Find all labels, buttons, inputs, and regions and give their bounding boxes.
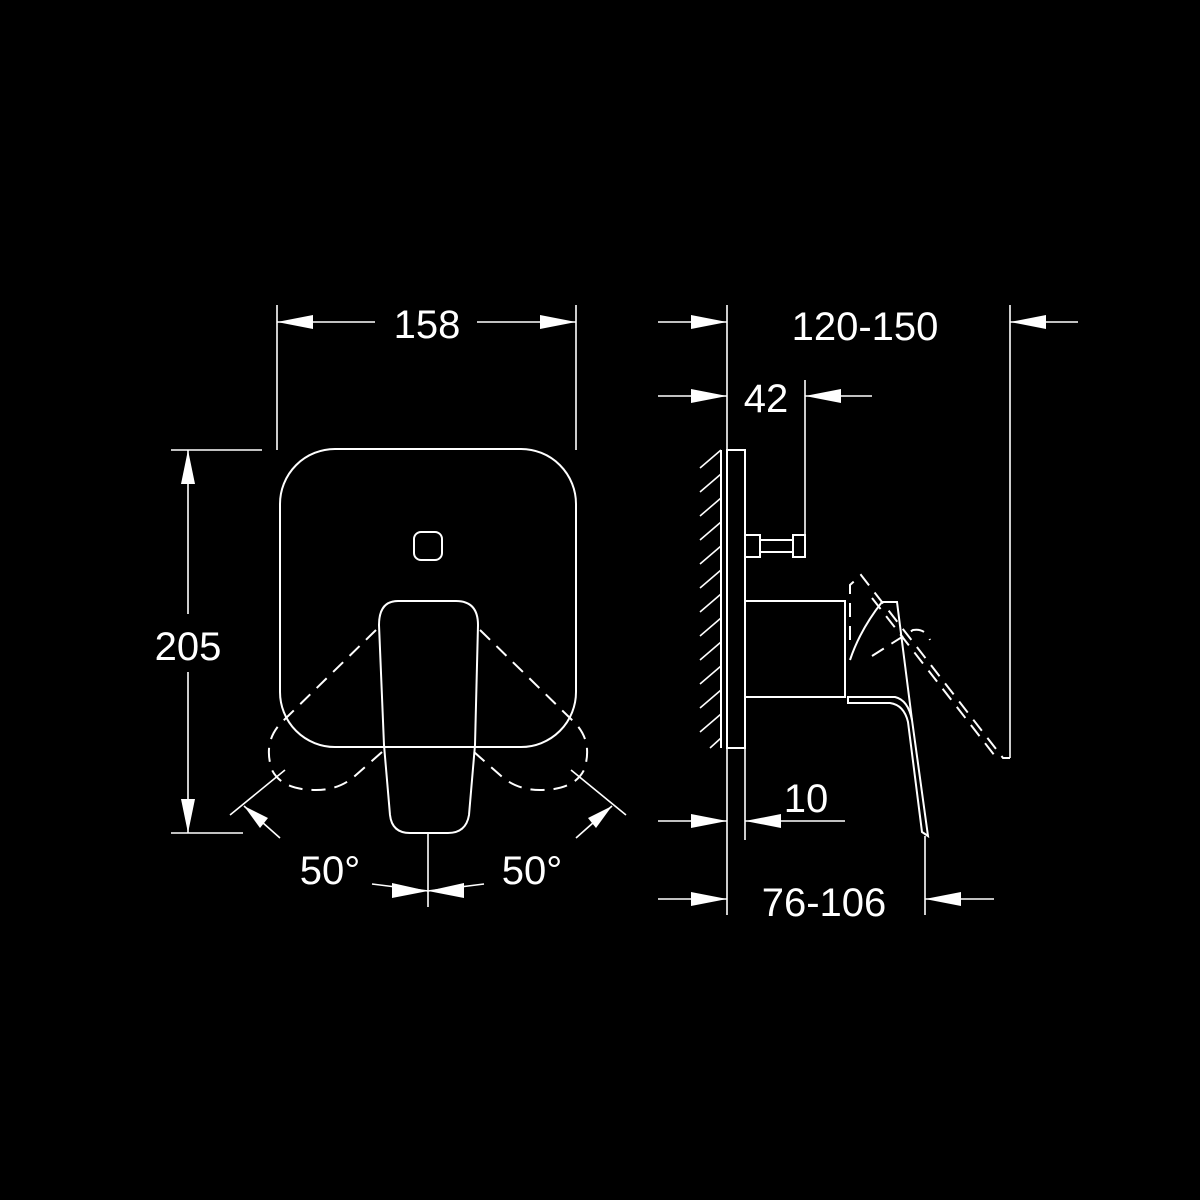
diverter-knob-side <box>744 534 806 558</box>
total-depth-label: 120-150 <box>792 305 939 349</box>
height-label: 205 <box>155 625 222 669</box>
angle-left-label: 50° <box>300 849 361 893</box>
valve-body <box>744 600 846 698</box>
plate-thickness-label: 10 <box>784 777 829 821</box>
diverter-depth-label: 42 <box>744 377 789 421</box>
handle-right-rotated <box>473 629 588 792</box>
width-dimension: 158 <box>276 303 577 450</box>
side-view: 120-150 42 <box>658 305 1078 925</box>
cover-plate <box>279 448 577 748</box>
angle-right-label: 50° <box>502 849 563 893</box>
diverter-depth-dimension: 42 <box>658 377 872 552</box>
angle-dimension-left: 50° <box>229 769 429 898</box>
total-depth-dimension: 120-150 <box>658 305 1078 915</box>
width-label: 158 <box>394 303 461 347</box>
angle-dimension-right: 50° <box>427 769 627 898</box>
handle-left-rotated <box>268 629 383 792</box>
height-dimension: 205 <box>155 449 262 834</box>
lever-raised <box>849 573 1010 759</box>
cover-plate-side <box>726 449 746 749</box>
plate-thickness-dimension: 10 <box>658 748 845 840</box>
handle-depth-dimension: 76-106 <box>658 836 994 925</box>
front-view: 158 205 50° <box>155 303 627 907</box>
wall-hatch <box>699 449 722 749</box>
lever-side <box>847 696 930 839</box>
handle-depth-label: 76-106 <box>762 881 887 925</box>
diverter-button <box>413 531 443 561</box>
handle <box>377 600 480 834</box>
